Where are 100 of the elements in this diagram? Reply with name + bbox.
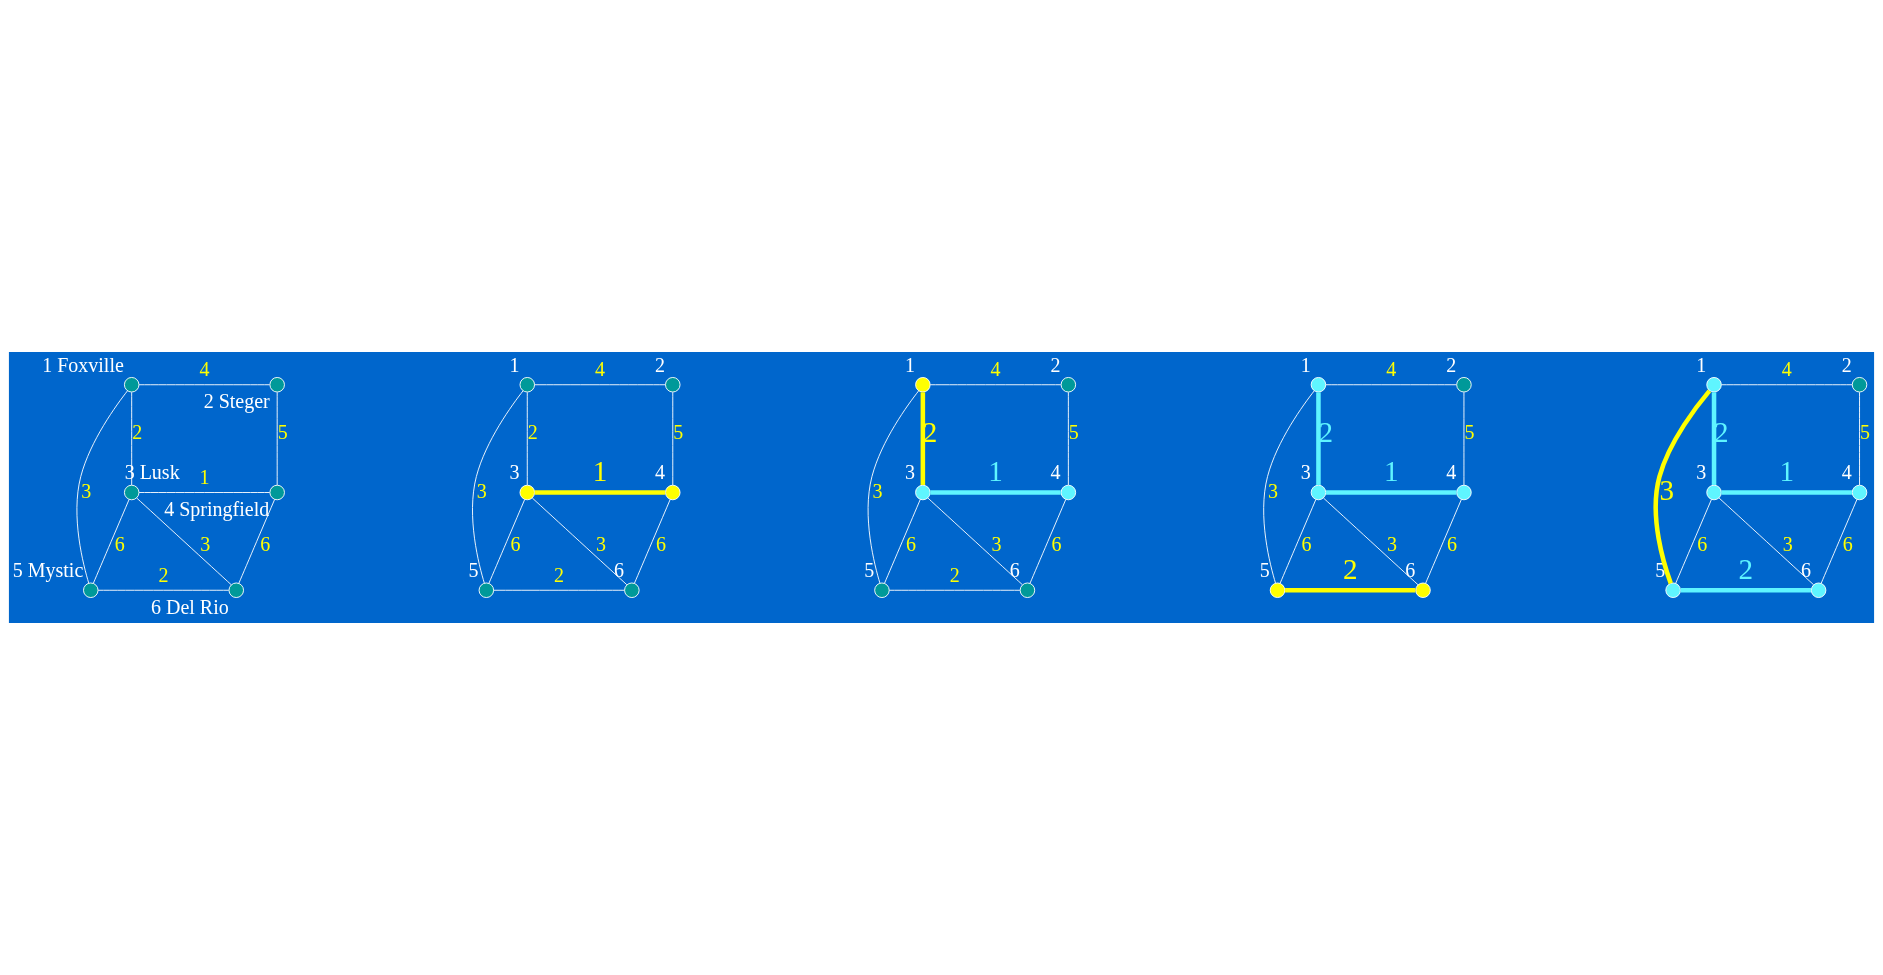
connector xyxy=(1284,588,1416,593)
edge-label: 3 xyxy=(991,532,1002,555)
connector xyxy=(1675,498,1712,584)
connector xyxy=(488,498,526,584)
node-label: 2 Steger xyxy=(203,390,270,413)
edge-label: 2 xyxy=(922,415,938,448)
connector xyxy=(276,391,278,486)
edge-label: 3 xyxy=(595,532,606,555)
edge-label: 5 xyxy=(1068,421,1079,444)
edge-label: 3 xyxy=(1267,479,1278,502)
connector xyxy=(534,384,666,386)
node-label: 4 xyxy=(655,461,666,484)
connector xyxy=(1279,498,1317,584)
edge-label: 2 xyxy=(1343,552,1358,585)
connector xyxy=(888,589,1021,591)
node-circle xyxy=(1269,582,1286,598)
connector xyxy=(633,498,671,584)
node-label: 1 xyxy=(1696,353,1707,376)
node-label: 4 xyxy=(1841,461,1852,484)
node-circle xyxy=(1456,484,1472,501)
node-circle xyxy=(478,582,495,598)
node-label: 6 Del Rio xyxy=(150,595,229,618)
connector xyxy=(1316,392,1321,485)
edge-label: 2 xyxy=(1738,552,1754,585)
node-circle xyxy=(1310,484,1327,501)
connector xyxy=(672,391,674,486)
edge-label: 3 xyxy=(1387,532,1398,555)
connector xyxy=(1653,389,1712,585)
edge-label: 2 xyxy=(158,563,169,586)
connector xyxy=(1718,497,1815,586)
connector xyxy=(867,390,920,584)
edge-label: 6 xyxy=(1842,532,1853,555)
edge-label: 6 xyxy=(906,532,917,555)
node-label: 5 xyxy=(1259,559,1270,582)
edge-label: 3 xyxy=(81,479,92,502)
node-circle xyxy=(228,582,244,598)
edge-label: 2 xyxy=(1714,415,1729,448)
node-circle xyxy=(123,377,140,393)
node-circle xyxy=(874,582,890,598)
connector xyxy=(1721,490,1852,495)
edge-label: 3 xyxy=(476,479,487,502)
node-circle xyxy=(269,484,285,501)
edge-label: 6 xyxy=(1051,532,1062,555)
node-circle xyxy=(83,582,99,598)
connector xyxy=(1721,384,1853,386)
node-label: 5 xyxy=(1655,559,1666,582)
connector xyxy=(1325,384,1457,386)
edge-label: 3 xyxy=(872,479,883,502)
node-label: 3 xyxy=(509,461,520,484)
node-circle xyxy=(519,484,535,501)
node-circle xyxy=(123,484,140,501)
node-circle xyxy=(665,484,681,501)
connector xyxy=(1029,498,1067,584)
connector xyxy=(1325,490,1457,495)
connector xyxy=(136,497,232,586)
connector xyxy=(76,390,128,584)
node-circle xyxy=(1665,582,1681,598)
node-label: 1 Foxville xyxy=(42,353,124,376)
node-circle xyxy=(1706,377,1722,393)
connector xyxy=(1820,498,1858,584)
connector xyxy=(1323,497,1419,586)
connector xyxy=(1680,588,1812,593)
connector xyxy=(1463,391,1465,486)
node-circle xyxy=(1415,582,1431,598)
edge-label: 2 xyxy=(554,563,565,586)
node-label: 2 xyxy=(655,353,666,376)
connector xyxy=(531,497,628,586)
edge-label: 5 xyxy=(1859,421,1870,444)
edge-label: 4 xyxy=(1781,358,1792,381)
edge-label: 6 xyxy=(114,532,125,555)
connector xyxy=(138,384,271,386)
node-label: 3 xyxy=(1696,461,1707,484)
connector xyxy=(884,498,921,584)
node-label: 2 xyxy=(1050,353,1061,376)
connector xyxy=(930,490,1061,495)
connector xyxy=(920,392,926,485)
edge-label: 6 xyxy=(655,532,666,555)
connector xyxy=(927,497,1023,586)
node-circle xyxy=(1851,377,1868,393)
connector xyxy=(929,384,1062,386)
connector xyxy=(97,589,230,591)
node-label: 6 xyxy=(614,559,625,582)
connector xyxy=(526,391,528,486)
node-circle xyxy=(1019,582,1036,598)
node-label: 6 xyxy=(1405,559,1416,582)
node-label: 1 xyxy=(905,353,916,376)
edge-label: 3 xyxy=(1659,473,1675,506)
node-circle xyxy=(1706,484,1722,501)
edge-label: 6 xyxy=(1447,532,1458,555)
node-circle xyxy=(269,377,285,393)
edge-label: 2 xyxy=(527,421,538,444)
connector xyxy=(138,492,271,493)
connector xyxy=(1859,391,1860,486)
node-label: 4 xyxy=(1050,461,1061,484)
edge-label: 5 xyxy=(277,421,288,444)
edge-label: 4 xyxy=(199,358,210,381)
node-label: 5 Mystic xyxy=(12,559,84,582)
node-circle xyxy=(1851,484,1868,501)
edge-label: 1 xyxy=(199,465,210,488)
node-circle xyxy=(1060,484,1077,501)
